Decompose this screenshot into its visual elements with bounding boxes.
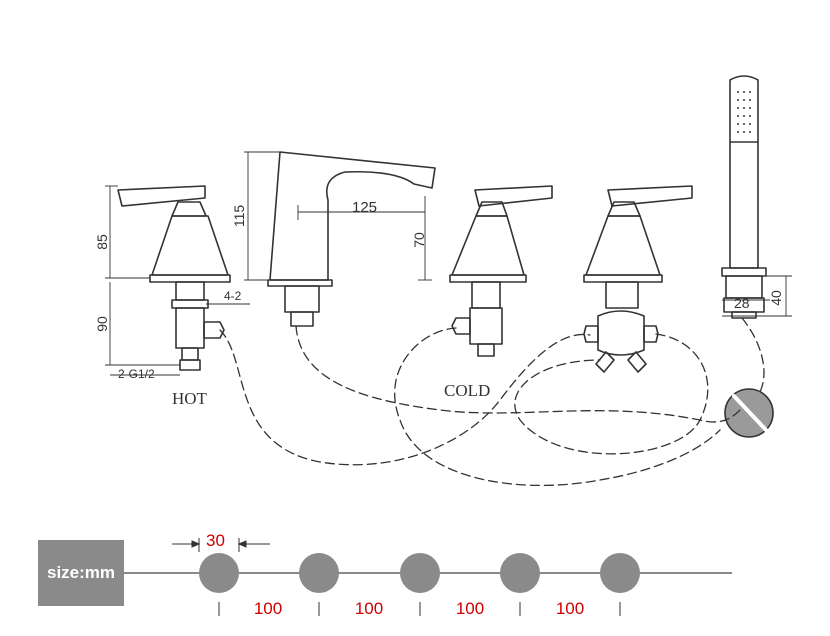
cold-valve	[449, 185, 553, 357]
hole-4	[500, 553, 540, 593]
size-unit-label: size:mm	[38, 540, 124, 606]
dim-valve-height: 90	[94, 316, 110, 332]
spacing-label-4: 100	[556, 599, 584, 618]
hot-valve	[117, 185, 231, 371]
hose-ball	[724, 388, 774, 438]
dim-handle-height: 85	[94, 234, 110, 250]
label-cold: COLD	[444, 381, 490, 400]
shower-nozzles	[737, 91, 751, 133]
hole-diameter-label: 30	[206, 531, 225, 550]
dim-shower-height: 40	[768, 290, 784, 306]
dim-spout-outlet-height: 70	[411, 232, 427, 248]
spacing-label-3: 100	[456, 599, 484, 618]
dim-spout-reach: 125	[352, 199, 377, 216]
spout	[267, 151, 436, 327]
hand-shower	[721, 75, 767, 319]
spacing-label-1: 100	[254, 599, 282, 618]
hole-layout: 30 100 100 100 100	[120, 531, 732, 618]
dim-connector: 4-2	[224, 289, 242, 303]
hoses	[219, 317, 765, 487]
dim-spout-height: 115	[231, 205, 247, 228]
hole-3	[400, 553, 440, 593]
dimension-lines	[105, 151, 792, 376]
diverter-valve	[583, 185, 693, 373]
dim-shower-width: 28	[734, 295, 750, 311]
hole-1	[199, 553, 239, 593]
dim-thread: 2-G1/2	[118, 367, 155, 381]
hole-2	[299, 553, 339, 593]
spacing-label-2: 100	[355, 599, 383, 618]
hole-5	[600, 553, 640, 593]
label-hot: HOT	[172, 389, 208, 408]
